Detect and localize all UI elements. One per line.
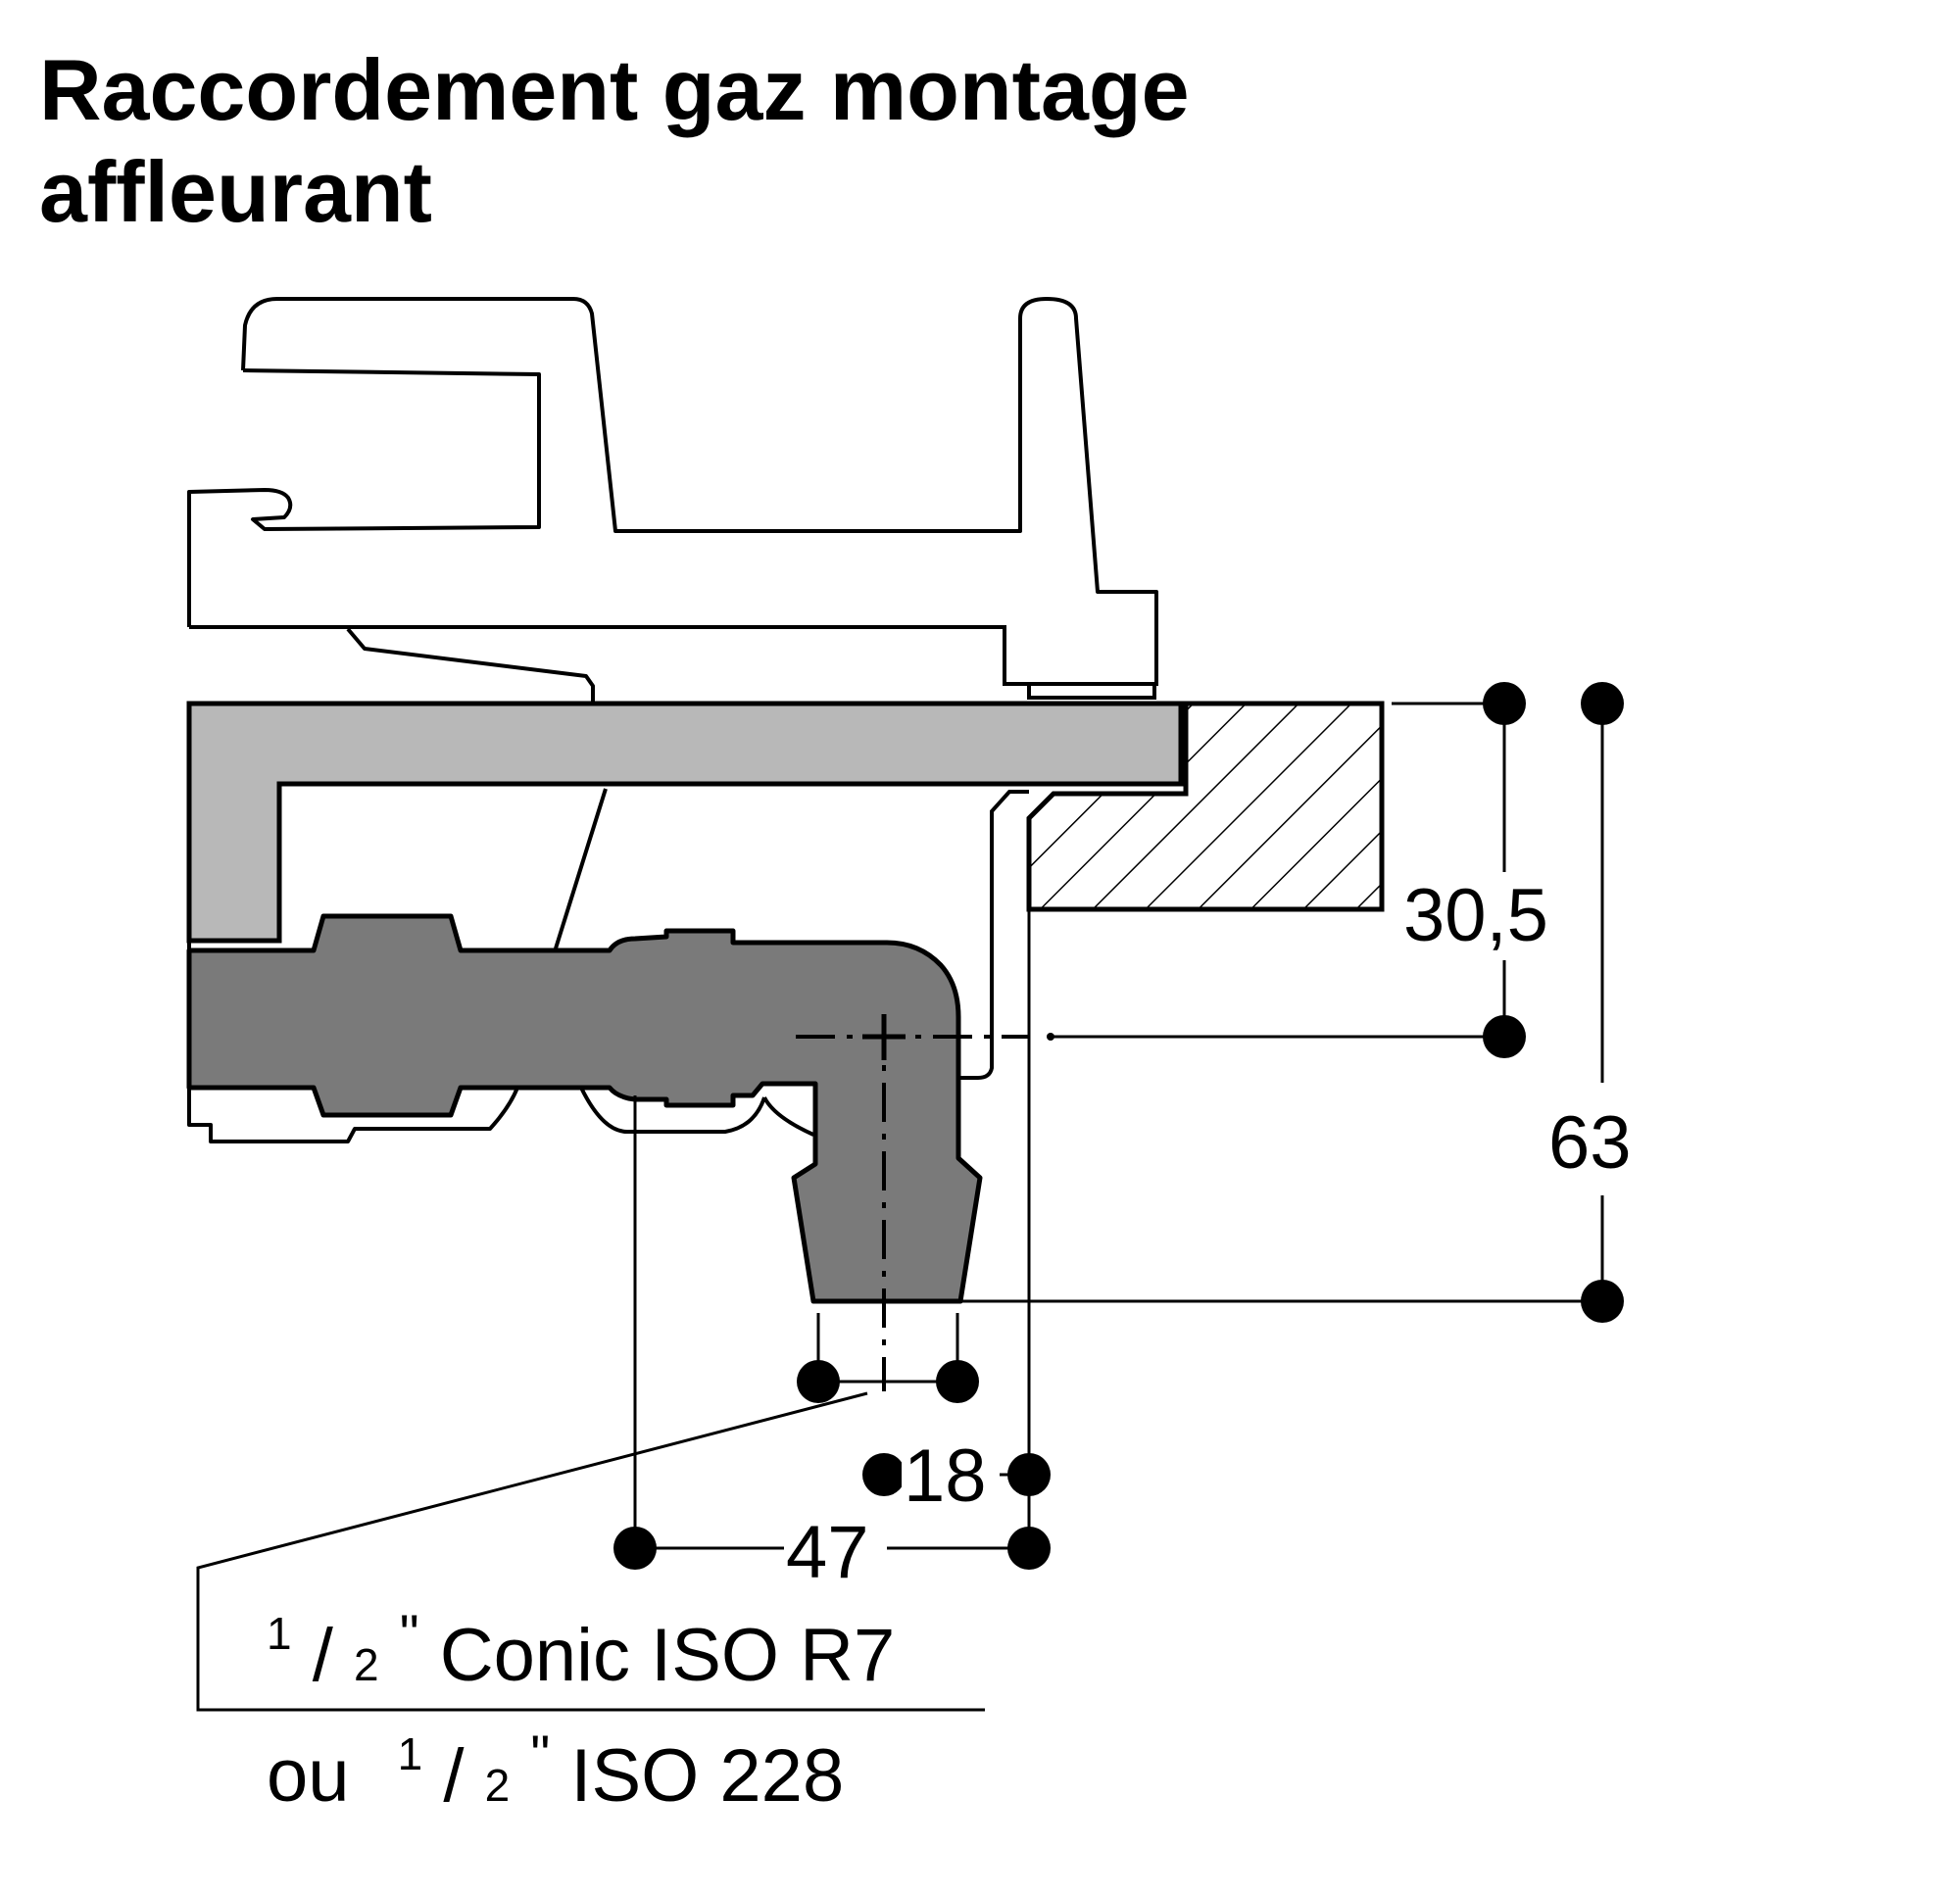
dim-18-label: 18 bbox=[904, 1434, 987, 1518]
dim-30-5-label-bg bbox=[1401, 872, 1573, 960]
thread-spec-1-den: 2 bbox=[354, 1639, 379, 1690]
dim-47-left-dot bbox=[613, 1527, 657, 1570]
thread-spec-2-slash: / bbox=[443, 1734, 465, 1818]
thread-dia-left-dot bbox=[797, 1360, 840, 1403]
dim-30-5-top-dot bbox=[1483, 682, 1526, 725]
thread-leader bbox=[196, 1391, 985, 1712]
thread-spec-1-num: 1 bbox=[267, 1608, 292, 1659]
lower-housing bbox=[187, 941, 814, 1143]
dim-30-5-label: 30,5 bbox=[1403, 874, 1548, 957]
dim-30-5-small-dot bbox=[1047, 1033, 1054, 1041]
dim-47-label-bg bbox=[784, 1509, 887, 1587]
thread-spec-line-1: 1 / 2 " Conic ISO R7 bbox=[267, 1582, 895, 1697]
dim-63-top-dot bbox=[1581, 682, 1624, 725]
thread-dia-right-dot bbox=[936, 1360, 979, 1403]
trim-hook bbox=[187, 368, 541, 627]
support-strut bbox=[554, 788, 608, 949]
thread-spec-2-inch: " bbox=[530, 1724, 550, 1785]
thread-spec-1-inch: " bbox=[400, 1603, 419, 1665]
inner-spring-clip bbox=[346, 627, 595, 704]
dim-18-label-bg bbox=[902, 1435, 1000, 1514]
thread-spec-1-text: Conic ISO R7 bbox=[440, 1614, 896, 1697]
thread-spec-2-text: ISO 228 bbox=[570, 1734, 844, 1818]
worktop bbox=[1026, 701, 1385, 912]
hob-body-inner-2 bbox=[1027, 684, 1156, 700]
dim-63-bottom-dot bbox=[1581, 1280, 1624, 1323]
dim-47-label: 47 bbox=[786, 1511, 869, 1594]
thread-spec-2-den: 2 bbox=[485, 1760, 511, 1811]
thread-spec-2-prefix: ou bbox=[267, 1734, 350, 1818]
diagram-title: Raccordement gaz montage affleurant bbox=[39, 39, 1190, 243]
worktop-gap-line bbox=[958, 790, 1029, 1080]
thread-spec-line-2: ou 1 / 2 " ISO 228 bbox=[267, 1703, 844, 1818]
dim-47-right-dot bbox=[1007, 1527, 1051, 1570]
thread-spec-1-slash: / bbox=[313, 1614, 334, 1697]
dim-18-left-dot bbox=[862, 1453, 906, 1496]
gas-pipe bbox=[186, 913, 983, 1304]
trim-outline bbox=[241, 297, 1158, 686]
dim-18-right-dot bbox=[1007, 1453, 1051, 1496]
title-line-2: affleurant bbox=[39, 143, 432, 240]
hob-body-outline bbox=[189, 625, 1029, 686]
thread-spec-2-num: 1 bbox=[398, 1728, 423, 1779]
dim-30-5-bottom-dot bbox=[1483, 1015, 1526, 1058]
dim-63-label: 63 bbox=[1548, 1101, 1632, 1185]
title-line-1: Raccordement gaz montage bbox=[39, 41, 1190, 138]
